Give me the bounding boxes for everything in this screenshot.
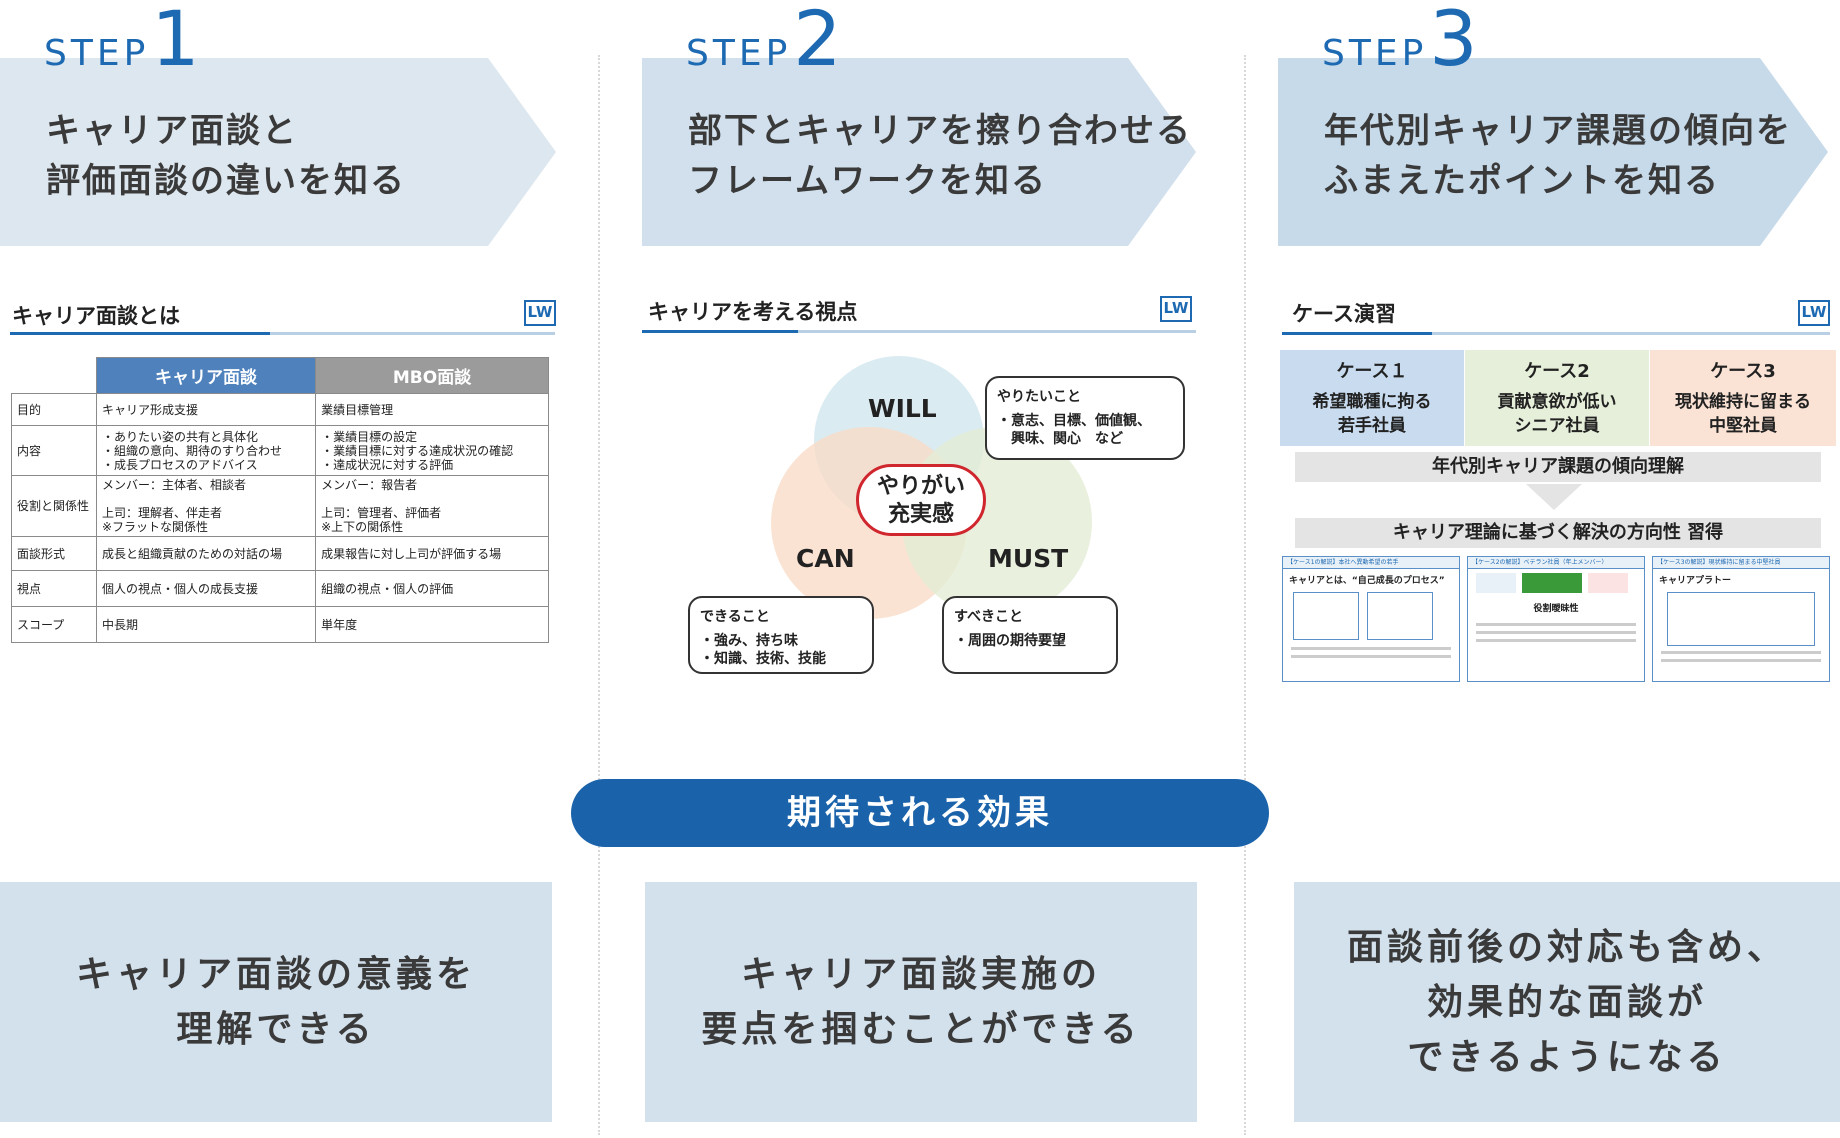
case-2-thumbnail: 【ケース2の解説】ベテラン社員（年上メンバー） 役割曖昧性 bbox=[1467, 556, 1645, 682]
thumbnail-header: 【ケース3の解説】現状維持に留まる中堅社員 bbox=[1653, 557, 1829, 569]
venn-can-label: CAN bbox=[796, 544, 855, 573]
table-cell: 成果報告に対し上司が評価する場 bbox=[315, 536, 549, 571]
step-number: 3 bbox=[1429, 0, 1478, 83]
column-header-career: キャリア面談 bbox=[95, 357, 317, 394]
table-header-row: キャリア面談 MBO面談 bbox=[11, 357, 549, 394]
effect-text: 面談前後の対応も含め、 効果的な面談が できるようになる bbox=[1346, 926, 1787, 1078]
thumbnail-title: キャリアとは、“自己成長のプロセス” bbox=[1289, 576, 1445, 586]
bubble-title: やりたいこと bbox=[997, 389, 1081, 405]
row-header: 視点 bbox=[11, 570, 97, 607]
step-number: 1 bbox=[151, 0, 200, 83]
table-corner bbox=[11, 357, 97, 394]
venn-center-oval: やりがい 充実感 bbox=[856, 464, 986, 536]
table-cell: 個人の視点・個人の成長支援 bbox=[95, 570, 317, 607]
thumbnail-title: キャリアプラトー bbox=[1659, 576, 1732, 586]
case-title: ケース１ bbox=[1336, 361, 1408, 382]
row-header: スコープ bbox=[11, 606, 97, 643]
case-1-box: ケース１ 希望職種に拘る 若手社員 bbox=[1280, 350, 1464, 446]
down-arrow-icon bbox=[1526, 484, 1582, 510]
table-cell: メンバー：報告者 上司：管理者、評価者 ※上下の関係性 bbox=[315, 475, 549, 537]
step-3-heading: 年代別キャリア課題の傾向を ふまえたポイントを知る bbox=[1324, 111, 1792, 201]
case-title: ケース2 bbox=[1524, 361, 1590, 382]
table-cell: 組織の視点・個人の評価 bbox=[315, 570, 549, 607]
table-cell: キャリア形成支援 bbox=[95, 393, 317, 426]
step-1-heading: キャリア面談と 評価面談の違いを知る bbox=[46, 111, 406, 201]
step-3-label: STEP3 bbox=[1322, 0, 1478, 83]
thumbnail-header: 【ケース2の解説】ベテラン社員（年上メンバー） bbox=[1468, 557, 1644, 569]
column-divider bbox=[1244, 55, 1246, 1135]
bubble-body: ・強み、持ち味 ・知識、技術、技能 bbox=[700, 633, 826, 667]
logo-icon: LW bbox=[1798, 300, 1830, 326]
table-row: 視点 個人の視点・個人の成長支援 組織の視点・個人の評価 bbox=[11, 570, 549, 607]
slide-3-title: ケース演習 bbox=[1292, 302, 1396, 326]
effect-1-box: キャリア面談の意義を 理解できる bbox=[0, 882, 552, 1122]
row-header: 内容 bbox=[11, 425, 97, 476]
slide-1-rule bbox=[10, 332, 555, 335]
comparison-table: キャリア面談 MBO面談 目的 キャリア形成支援 業績目標管理 内容 ・ありたい… bbox=[11, 357, 549, 643]
step-1-arrow bbox=[0, 58, 556, 246]
effect-3-box: 面談前後の対応も含め、 効果的な面談が できるようになる bbox=[1294, 882, 1840, 1122]
row-header: 面談形式 bbox=[11, 536, 97, 571]
table-cell: 業績目標管理 bbox=[315, 393, 549, 426]
must-speech-bubble: すべきこと ・周囲の期待要望 bbox=[942, 596, 1118, 674]
thumbnail-title: 役割曖昧性 bbox=[1533, 604, 1579, 614]
case-title: ケース3 bbox=[1710, 361, 1776, 382]
table-row: スコープ 中長期 単年度 bbox=[11, 606, 549, 643]
table-cell: 成長と組織貢献のための対話の場 bbox=[95, 536, 317, 571]
expected-effects-label: 期待される効果 bbox=[571, 779, 1269, 847]
step-3-arrow bbox=[1278, 58, 1828, 246]
venn-will-label: WILL bbox=[868, 394, 937, 423]
row-header: 目的 bbox=[11, 393, 97, 426]
thumbnail-header: 【ケース1の解説】本社へ異動希望の若手 bbox=[1283, 557, 1459, 569]
trend-understanding-bar: 年代別キャリア課題の傾向理解 bbox=[1295, 452, 1821, 482]
venn-must-label: MUST bbox=[988, 544, 1069, 573]
case-body: 希望職種に拘る 若手社員 bbox=[1312, 392, 1432, 436]
table-cell: 単年度 bbox=[315, 606, 549, 643]
step-word: STEP bbox=[1322, 33, 1428, 74]
table-cell: ・ありたい姿の共有と具体化 ・組織の意向、期待のすり合わせ ・成長プロセスのアド… bbox=[95, 425, 317, 476]
effect-2-box: キャリア面談実施の 要点を掴むことができる bbox=[645, 882, 1197, 1122]
slide-1-title: キャリア面談とは bbox=[12, 304, 180, 328]
bubble-title: できること bbox=[700, 609, 770, 625]
can-speech-bubble: できること ・強み、持ち味 ・知識、技術、技能 bbox=[688, 596, 874, 674]
case-3-thumbnail: 【ケース3の解説】現状維持に留まる中堅社員 キャリアプラトー bbox=[1652, 556, 1830, 682]
table-row: 目的 キャリア形成支援 業績目標管理 bbox=[11, 393, 549, 426]
table-row: 内容 ・ありたい姿の共有と具体化 ・組織の意向、期待のすり合わせ ・成長プロセス… bbox=[11, 425, 549, 476]
step-number: 2 bbox=[793, 0, 842, 83]
case-1-thumbnail: 【ケース1の解説】本社へ異動希望の若手 キャリアとは、“自己成長のプロセス” bbox=[1282, 556, 1460, 682]
slide-2-rule bbox=[642, 330, 1196, 333]
bubble-title: すべきこと bbox=[954, 609, 1024, 625]
table-row: 面談形式 成長と組織貢献のための対話の場 成果報告に対し上司が評価する場 bbox=[11, 536, 549, 571]
column-divider bbox=[598, 55, 600, 1135]
step-1-label: STEP1 bbox=[44, 0, 200, 83]
logo-icon: LW bbox=[1160, 296, 1192, 322]
slide-2-title: キャリアを考える視点 bbox=[648, 300, 858, 324]
bubble-body: ・周囲の期待要望 bbox=[954, 633, 1066, 649]
step-word: STEP bbox=[686, 33, 792, 74]
bubble-body: ・意志、目標、価値観、 興味、関心 など bbox=[997, 413, 1151, 447]
theory-solution-bar: キャリア理論に基づく解決の方向性 習得 bbox=[1295, 518, 1821, 548]
effect-text: キャリア面談の意義を 理解できる bbox=[75, 954, 476, 1050]
column-header-mbo: MBO面談 bbox=[315, 357, 549, 394]
table-row: 役割と関係性 メンバー：主体者、相談者 上司：理解者、伴走者 ※フラットな関係性… bbox=[11, 475, 549, 537]
case-2-box: ケース2 貢献意欲が低い シニア社員 bbox=[1465, 350, 1649, 446]
case-3-box: ケース3 現状維持に留まる 中堅社員 bbox=[1650, 350, 1836, 446]
table-cell: 中長期 bbox=[95, 606, 317, 643]
effect-text: キャリア面談実施の 要点を掴むことができる bbox=[701, 954, 1141, 1050]
step-2-heading: 部下とキャリアを擦り合わせる フレームワークを知る bbox=[688, 111, 1192, 201]
case-body: 貢献意欲が低い シニア社員 bbox=[1497, 392, 1617, 436]
row-header: 役割と関係性 bbox=[11, 475, 97, 537]
step-2-label: STEP2 bbox=[686, 0, 842, 83]
logo-icon: LW bbox=[524, 300, 556, 326]
step-2-arrow bbox=[642, 58, 1196, 246]
case-body: 現状維持に留まる 中堅社員 bbox=[1675, 392, 1811, 436]
will-speech-bubble: やりたいこと ・意志、目標、価値観、 興味、関心 など bbox=[985, 376, 1185, 460]
table-cell: ・業績目標の設定 ・業績目標に対する達成状況の確認 ・達成状況に対する評価 bbox=[315, 425, 549, 476]
slide-3-rule bbox=[1282, 332, 1830, 335]
table-cell: メンバー：主体者、相談者 上司：理解者、伴走者 ※フラットな関係性 bbox=[95, 475, 317, 537]
step-word: STEP bbox=[44, 33, 150, 74]
